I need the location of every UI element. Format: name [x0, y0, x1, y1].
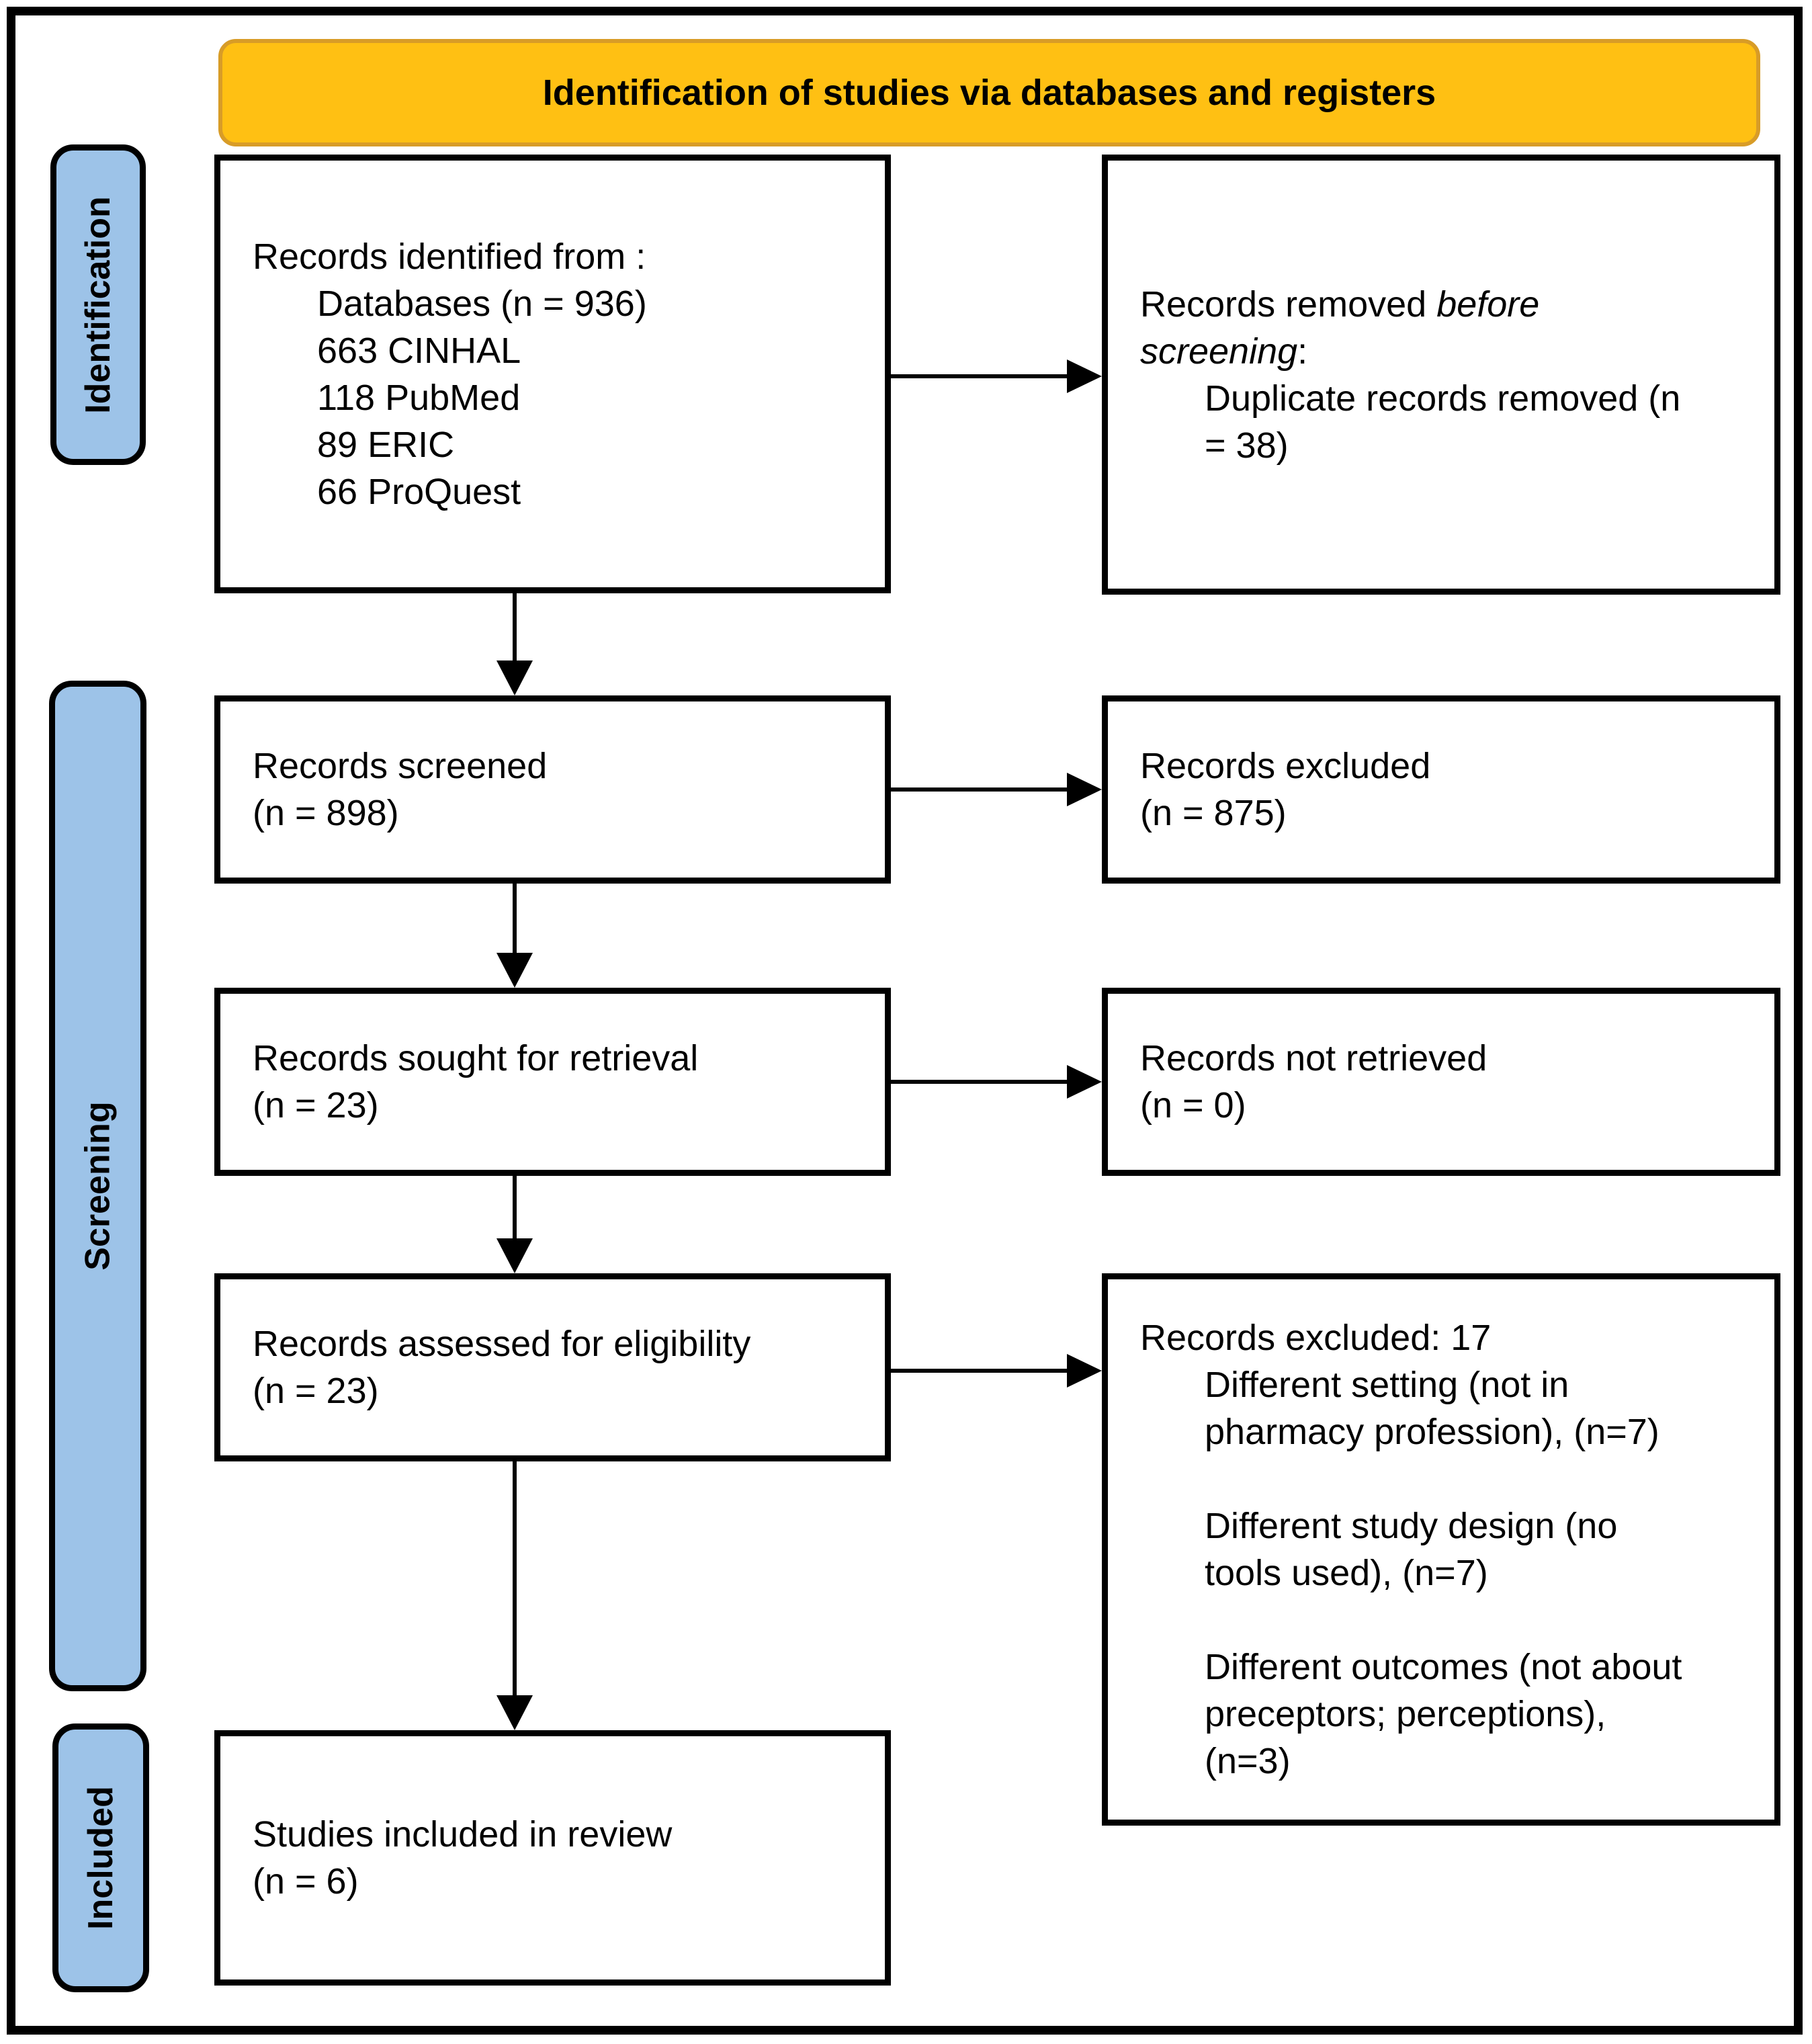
records-identified-cinhal: 663 CINHAL	[317, 330, 521, 371]
arrowhead-right-icon	[1067, 359, 1102, 393]
arrowhead-down-icon	[497, 1695, 533, 1730]
arrow-identified-to-screened	[497, 593, 533, 695]
spacer	[1140, 1455, 1750, 1502]
records-excluded-line1: Records excluded	[1140, 746, 1431, 786]
duplicates-removed-line2: = 38)	[1205, 425, 1289, 466]
records-not-retrieved-line1: Records not retrieved	[1140, 1038, 1487, 1078]
records-identified-eric: 89 ERIC	[317, 424, 455, 465]
box-exclusion-reasons: Records excluded: 17 Different setting (…	[1102, 1273, 1780, 1826]
records-sought-line2: (n = 23)	[253, 1085, 379, 1125]
records-identified-databases: Databases (n = 936)	[317, 283, 647, 324]
records-sought-line1: Records sought for retrieval	[253, 1038, 699, 1078]
box-records-screened: Records screened (n = 898)	[214, 695, 891, 884]
exclusion-setting-line1: Different setting (not in	[1205, 1365, 1569, 1405]
stage-identification-label: Identification	[79, 196, 118, 414]
records-screened-line2: (n = 898)	[253, 793, 399, 833]
records-screened-line1: Records screened	[253, 746, 548, 786]
studies-included-line2: (n = 6)	[253, 1861, 359, 1902]
exclusion-outcomes-line2: preceptors; perceptions),	[1205, 1694, 1606, 1734]
stage-included: Included	[52, 1723, 149, 1992]
exclusion-design-line1: Different study design (no	[1205, 1506, 1618, 1546]
exclusion-header: Records excluded: 17	[1140, 1318, 1492, 1358]
duplicates-removed-line1: Duplicate records removed (n	[1205, 378, 1681, 419]
arrowhead-down-icon	[497, 661, 533, 695]
records-not-retrieved-line2: (n = 0)	[1140, 1085, 1246, 1125]
records-identified-proquest: 66 ProQuest	[317, 471, 521, 512]
arrowhead-right-icon	[1067, 773, 1102, 806]
records-excluded-line2: (n = 875)	[1140, 793, 1287, 833]
diagram-title-banner: Identification of studies via databases …	[218, 39, 1760, 146]
box-records-excluded: Records excluded (n = 875)	[1102, 695, 1780, 884]
box-records-removed: Records removed before screening: Duplic…	[1102, 155, 1780, 595]
records-removed-line2: screening:	[1140, 331, 1308, 372]
stage-screening: Screening	[49, 681, 146, 1691]
arrowhead-down-icon	[497, 1238, 533, 1273]
spacer	[1140, 1596, 1750, 1644]
records-identified-line: Records identified from :	[253, 236, 646, 277]
arrow-screened-to-sought	[497, 884, 533, 988]
arrow-identified-to-removed	[891, 359, 1102, 393]
arrow-sought-to-assessed	[497, 1176, 533, 1273]
box-studies-included: Studies included in review (n = 6)	[214, 1730, 891, 1986]
stage-included-label: Included	[81, 1786, 121, 1930]
stage-identification: Identification	[50, 144, 146, 465]
arrow-sought-to-not-retrieved	[891, 1065, 1102, 1099]
arrowhead-right-icon	[1067, 1354, 1102, 1388]
arrow-assessed-to-included	[497, 1461, 533, 1730]
exclusion-outcomes-line1: Different outcomes (not about	[1205, 1647, 1682, 1687]
studies-included-line1: Studies included in review	[253, 1814, 673, 1855]
records-removed-line1: Records removed before	[1140, 284, 1540, 325]
box-records-sought: Records sought for retrieval (n = 23)	[214, 988, 891, 1176]
records-assessed-line1: Records assessed for eligibility	[253, 1324, 751, 1364]
arrow-assessed-to-exclusion-reasons	[891, 1354, 1102, 1388]
arrowhead-down-icon	[497, 953, 533, 988]
diagram-title: Identification of studies via databases …	[542, 73, 1436, 113]
records-identified-pubmed: 118 PubMed	[317, 377, 521, 418]
arrow-screened-to-excluded	[891, 773, 1102, 806]
box-records-assessed: Records assessed for eligibility (n = 23…	[214, 1273, 891, 1461]
exclusion-design-line2: tools used), (n=7)	[1205, 1553, 1488, 1593]
exclusion-setting-line2: pharmacy profession), (n=7)	[1205, 1412, 1659, 1452]
arrowhead-right-icon	[1067, 1065, 1102, 1099]
box-records-not-retrieved: Records not retrieved (n = 0)	[1102, 988, 1780, 1176]
box-records-identified: Records identified from : Databases (n =…	[214, 155, 891, 593]
stage-screening-label: Screening	[78, 1101, 118, 1271]
records-assessed-line2: (n = 23)	[253, 1371, 379, 1411]
exclusion-outcomes-line3: (n=3)	[1205, 1741, 1291, 1781]
